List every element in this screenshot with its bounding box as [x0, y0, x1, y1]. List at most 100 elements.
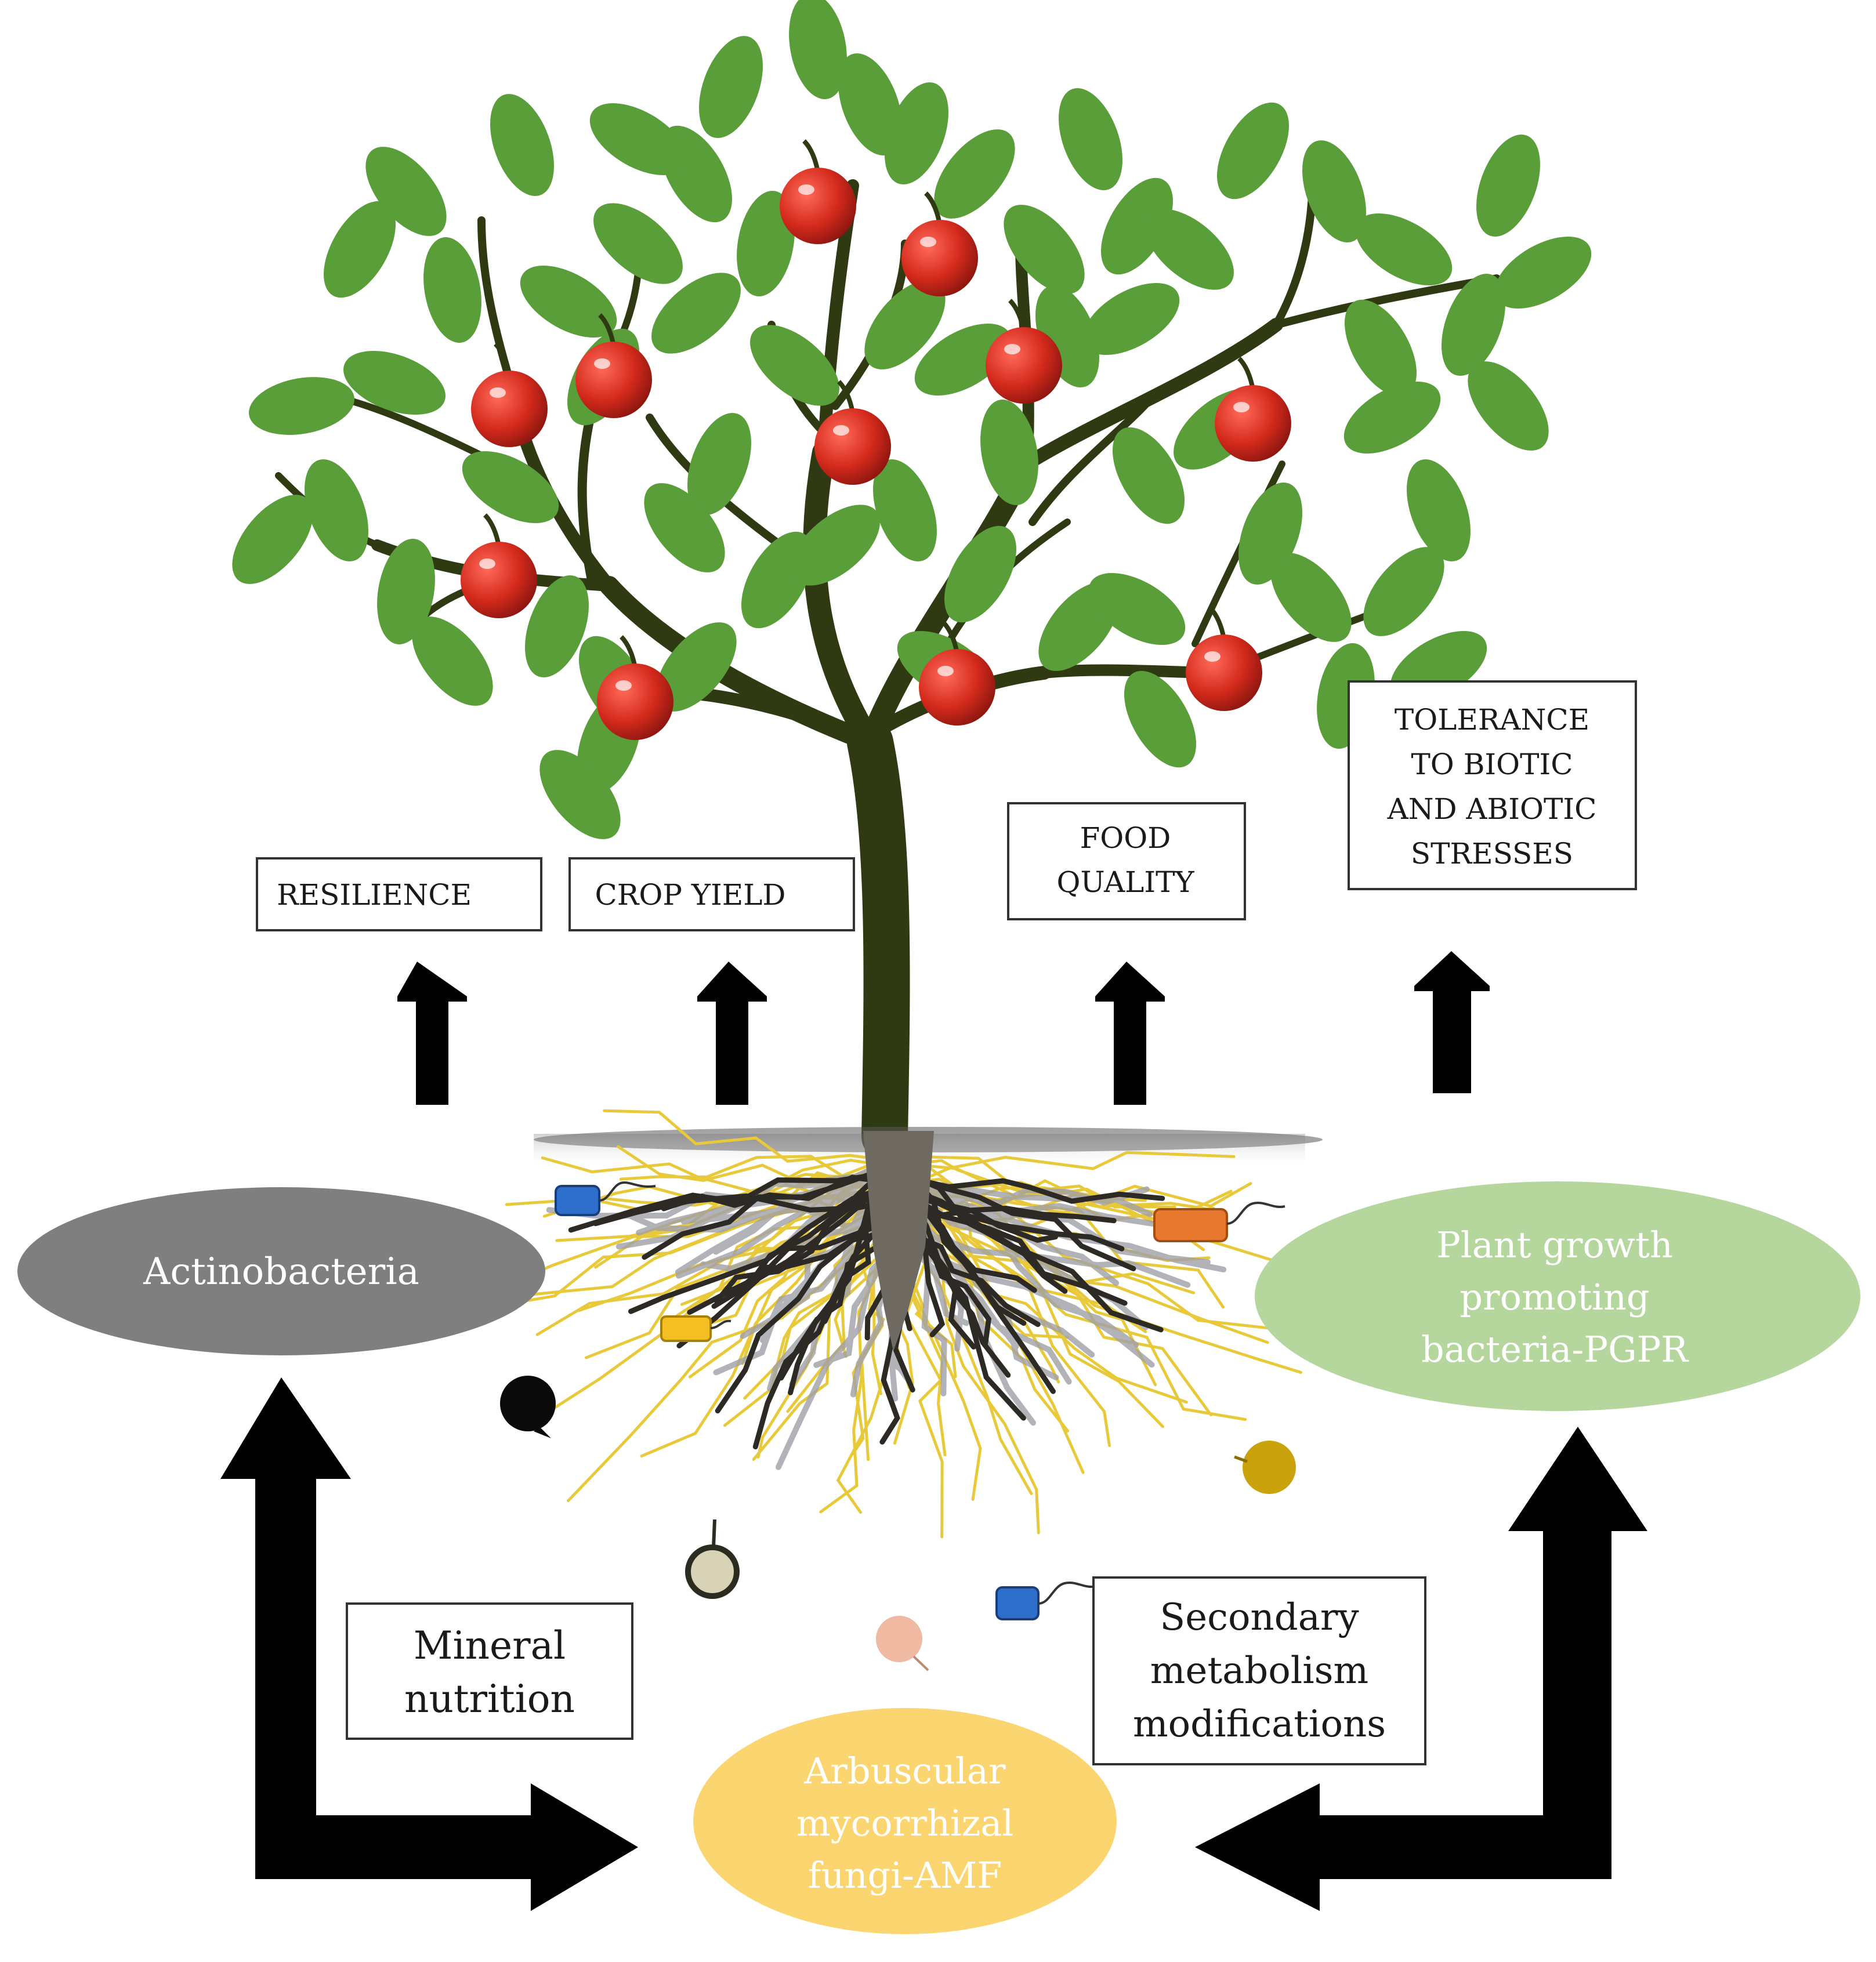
pink-spore-icon [876, 1616, 929, 1671]
label-line: CROP YIELD [595, 878, 786, 912]
leaf-icon [750, 325, 839, 406]
leaf-icon [934, 129, 1015, 219]
leaf-icon [1494, 237, 1592, 309]
soil-and-roots [450, 1109, 1323, 1539]
leaf-icon [1270, 553, 1352, 642]
leaf-icon [1302, 140, 1366, 242]
label-line: STRESSES [1411, 837, 1573, 871]
leaf-icon [655, 622, 737, 712]
leaf-icon [699, 36, 763, 138]
leaf-icon [980, 400, 1038, 505]
root-strand [568, 1169, 895, 1233]
apple-tree-illustration [232, 0, 1592, 1160]
leaf-icon [651, 273, 741, 354]
taproot [863, 1131, 934, 1351]
leaf-icon [462, 451, 559, 523]
apple-icon [597, 635, 673, 740]
orange-bacterium-icon [1153, 1201, 1285, 1242]
leaf-icon [490, 94, 554, 196]
apple-icon [814, 380, 891, 485]
leaf-icon [838, 53, 902, 155]
apple-icon [919, 621, 995, 726]
root-strand [880, 1177, 1210, 1211]
label-line: Mineral [414, 1623, 566, 1668]
leaf-icon [791, 505, 880, 586]
leaf-icon [1217, 102, 1289, 200]
amf-to-pgpr-arrow [1195, 1427, 1647, 1911]
leaf-icon [589, 103, 687, 175]
leaf-icon [1345, 299, 1417, 397]
leaf-icon [377, 539, 435, 644]
actinobacteria-label: Actinobacteria [143, 1250, 419, 1293]
leaf-icon [864, 280, 946, 369]
soil-microbes [500, 1181, 1296, 1671]
root-strand [908, 1175, 1165, 1204]
label-line: promoting [1459, 1276, 1649, 1318]
leaf-icon [873, 459, 937, 561]
root-strand [714, 1182, 901, 1304]
leaf-icon [737, 191, 795, 296]
apple-icon [471, 342, 548, 447]
apple-icon [986, 299, 1062, 404]
leaf-icon [1082, 283, 1180, 355]
leaf-icon [365, 147, 447, 236]
label-line: bacteria-PGPR [1421, 1328, 1689, 1370]
root-strand [603, 1109, 903, 1164]
tree-leaves [232, 0, 1592, 839]
root-strand [908, 1192, 1247, 1421]
blue-bacterium-icon [995, 1581, 1097, 1620]
leaf-icon [305, 459, 368, 561]
leaf-icon [1355, 213, 1453, 285]
leaf-icon [789, 0, 847, 99]
label-line: AND ABIOTIC [1387, 792, 1597, 826]
actinobacteria-node: Actinobacteria [17, 1187, 545, 1355]
leaf-icon [1476, 135, 1540, 237]
apple-icon [461, 513, 537, 618]
leaf-icon [1124, 670, 1196, 768]
leaf-icon [593, 203, 683, 284]
leaf-icon [1343, 382, 1441, 454]
leaf-icon [520, 266, 617, 338]
leaf-icon [232, 495, 313, 584]
apple-icon [780, 139, 856, 244]
leaf-icon [412, 616, 493, 706]
leaf-icon [1363, 547, 1444, 636]
label-line: nutrition [404, 1677, 575, 1721]
apple-icon [901, 191, 978, 296]
root-strand [542, 1175, 884, 1218]
leaf-icon [343, 351, 446, 415]
label-line: Plant growth [1436, 1224, 1673, 1266]
root-strand [711, 1163, 892, 1309]
label-line: metabolism [1150, 1649, 1368, 1692]
up-arrow-icon [1414, 951, 1490, 1093]
root-strand [910, 1151, 1236, 1186]
leaf-icon [1145, 209, 1234, 290]
pgpr-label: Plant growth promoting bacteria-PGPR [1421, 1224, 1689, 1370]
label-line: FOOD [1080, 821, 1171, 855]
leaf-icon [914, 324, 1012, 396]
apple-icon [575, 313, 652, 418]
tree-apples [461, 139, 1291, 740]
blue-bacterium-icon [555, 1181, 656, 1216]
leaf-icon [539, 750, 621, 839]
mineral-nutrition-label: Mineral nutrition [404, 1623, 575, 1721]
outcome-resilience-box: RESILIENCE [256, 857, 542, 931]
label-line: Arbuscular [804, 1750, 1006, 1792]
label-line: Actinobacteria [143, 1250, 419, 1293]
label-line: TOLERANCE [1395, 703, 1589, 737]
up-arrow-icon [1095, 962, 1165, 1105]
amf-to-actinobacteria-arrow [220, 1377, 638, 1911]
mineral-nutrition-box: Mineral nutrition [346, 1602, 633, 1740]
leaf-icon [644, 483, 725, 572]
outcome-resilience-label: RESILIENCE [277, 878, 472, 912]
root-strand [912, 1184, 1139, 1348]
leaf-icon [1113, 427, 1185, 524]
olive-spore-icon [685, 1519, 740, 1599]
